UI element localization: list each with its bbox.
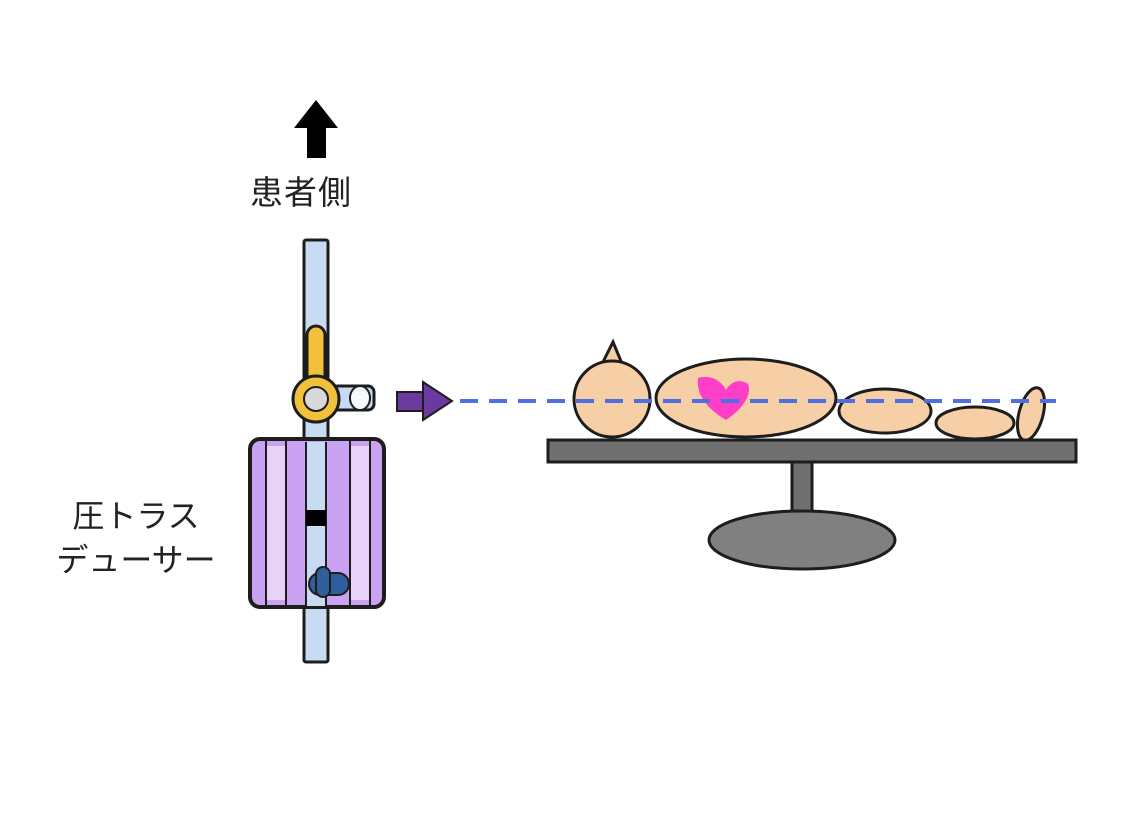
arrow-up-icon [294, 100, 338, 158]
patient-side-label: 患者側 [250, 173, 352, 212]
arrow-right-icon [396, 380, 454, 422]
heart-icon [697, 376, 750, 420]
pressure-transducer-label-line1: 圧トラス [72, 497, 200, 535]
bed [546, 438, 1078, 571]
stopcock [291, 324, 376, 424]
flush-valve [308, 566, 350, 598]
pressure-transducer-label: 圧トラス デューサー [36, 494, 236, 582]
pressure-transducer-label-line2: デューサー [56, 541, 216, 579]
patient-figure [572, 338, 1047, 442]
pressure-transducer [248, 437, 386, 609]
